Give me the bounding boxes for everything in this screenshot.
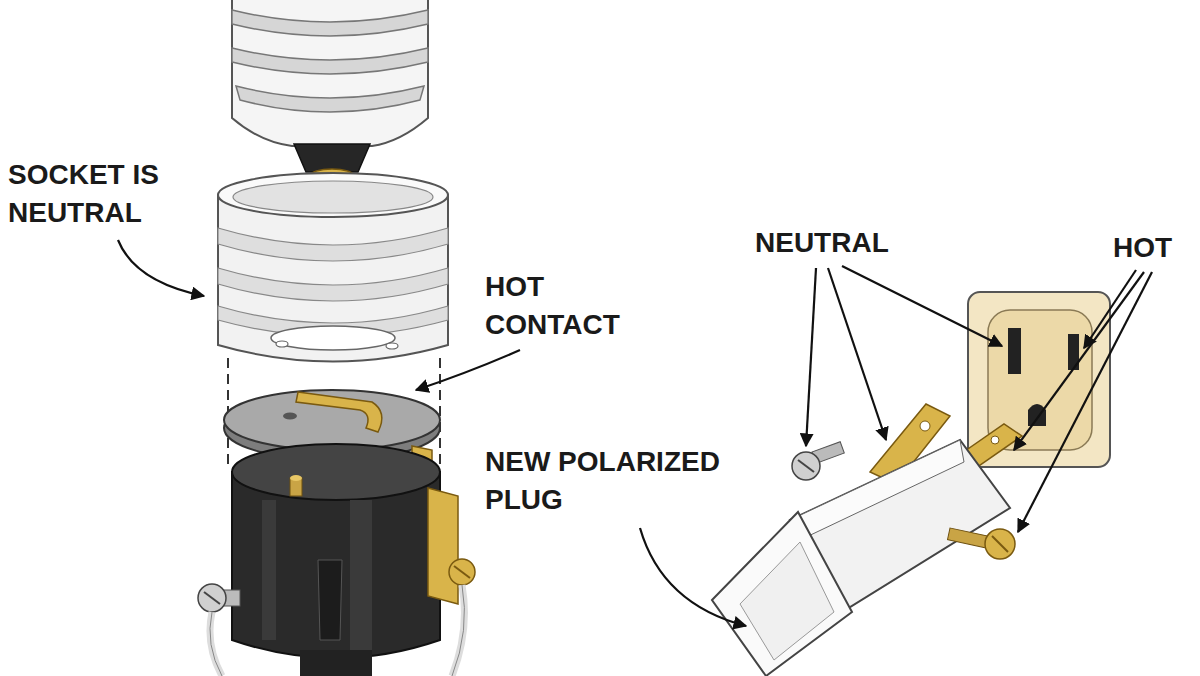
socket-base xyxy=(428,488,458,604)
socket-base xyxy=(210,612,222,676)
leader-line xyxy=(842,266,1002,346)
socket-base xyxy=(198,584,226,612)
polarized-plug xyxy=(712,404,1022,676)
wall-outlet xyxy=(1028,404,1046,426)
socket-base xyxy=(300,650,372,676)
leader-line xyxy=(1014,272,1144,450)
socket-base xyxy=(232,444,440,500)
socket-base xyxy=(290,475,302,481)
socket-shell xyxy=(386,343,398,349)
socket-shell xyxy=(218,268,448,301)
socket-base xyxy=(262,500,276,640)
leader-line xyxy=(1084,270,1136,348)
bulb-base xyxy=(294,144,370,172)
socket-shell xyxy=(218,173,448,362)
polarized-plug xyxy=(798,460,814,472)
socket-base xyxy=(449,559,475,585)
polarized-plug xyxy=(948,528,990,548)
polarized-plug xyxy=(792,452,820,480)
assembly-line xyxy=(439,358,441,468)
polarized-plug xyxy=(740,542,834,660)
bulb-base xyxy=(232,48,428,74)
socket-shell xyxy=(271,326,395,350)
leader-line xyxy=(118,240,204,296)
part-label: NEUTRAL xyxy=(755,224,895,262)
leader-line xyxy=(640,528,746,626)
leader-line xyxy=(1018,272,1152,532)
bulb-base xyxy=(232,10,428,36)
polarized-plug xyxy=(920,421,930,431)
leader-line xyxy=(828,268,886,440)
socket-base xyxy=(350,500,372,650)
socket-shell xyxy=(218,173,448,217)
polarized-plug xyxy=(991,436,999,444)
bulb-base xyxy=(232,0,428,146)
leader-line xyxy=(806,268,816,446)
socket-base xyxy=(318,560,342,640)
socket-shell xyxy=(218,228,448,261)
part-label: NEW POLARIZED PLUG xyxy=(485,443,785,519)
leader-line xyxy=(118,240,1152,626)
part-label: SOCKET IS NEUTRAL xyxy=(8,156,178,232)
bulb-base xyxy=(232,0,428,183)
contact-disk xyxy=(224,390,440,450)
socket-shell xyxy=(218,195,448,362)
bulb-base xyxy=(236,86,424,112)
socket-base xyxy=(198,444,475,676)
contact-disk xyxy=(296,392,382,432)
socket-shell xyxy=(276,341,288,347)
polarized-plug xyxy=(985,529,1015,559)
leader-line xyxy=(416,350,520,390)
socket-base xyxy=(452,585,464,676)
socket-base xyxy=(204,592,220,604)
socket-shell xyxy=(233,181,433,213)
polarized-plug xyxy=(790,440,964,540)
polarized-plug xyxy=(712,512,852,676)
socket-base xyxy=(454,566,470,578)
contact-disk xyxy=(283,413,297,420)
part-label: HOT xyxy=(1113,229,1193,267)
socket-base xyxy=(452,585,464,676)
wall-outlet xyxy=(1008,328,1021,374)
socket-base xyxy=(210,612,222,676)
polarized-plug xyxy=(992,536,1008,552)
part-label: HOT CONTACT xyxy=(485,268,645,344)
